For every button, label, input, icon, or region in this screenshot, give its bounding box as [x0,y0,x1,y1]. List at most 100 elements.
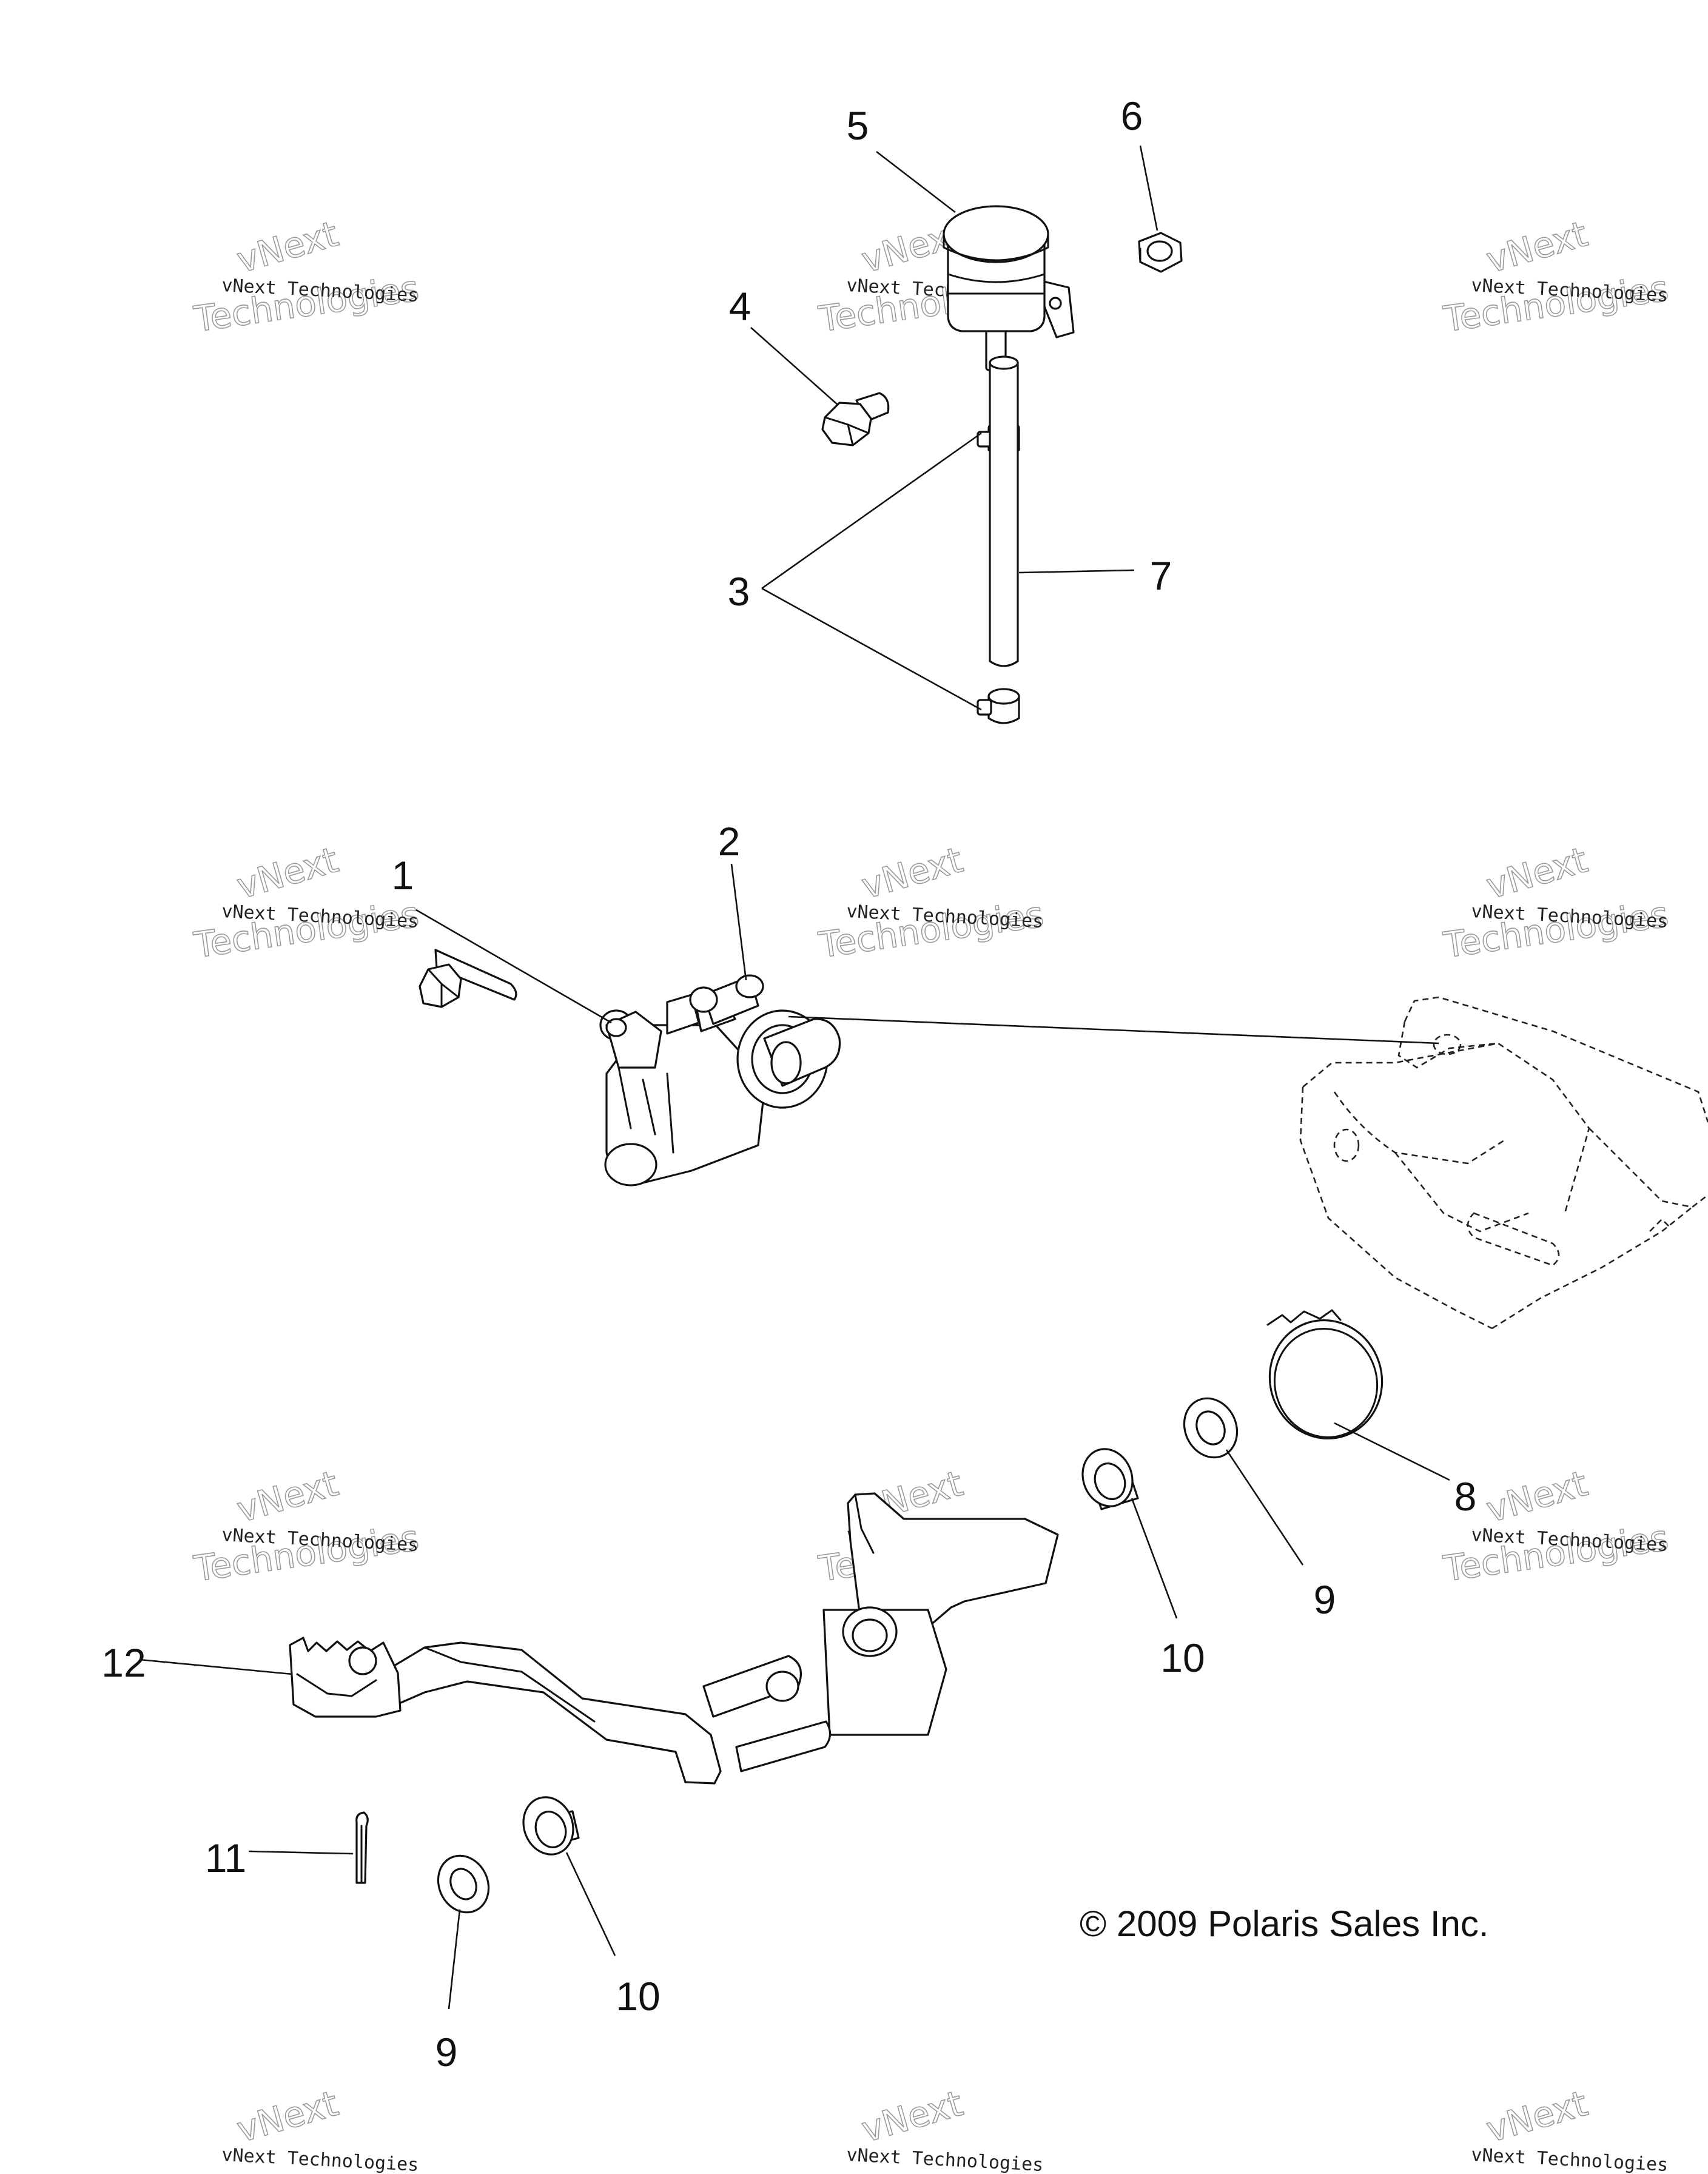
long-bolt-facets [427,968,460,1008]
bracket-right-edge [1589,1128,1708,1208]
washer-upper-part [1183,1397,1239,1459]
callout-6: 6 [1121,93,1143,138]
callout-4: 4 [729,284,751,329]
watermark-arc-text: vNext [1482,1462,1592,1530]
spring-hook-end [1266,1309,1342,1326]
bushing-bore [1094,1462,1126,1500]
bracket-inner-contour-2 [1394,1152,1529,1233]
watermark-arc-text: vNext [232,839,343,907]
watermark: vNext vNext Technologies [1471,2082,1669,2174]
bushing-lower-part [522,1796,580,1856]
cylinder-top-port-2 [735,974,764,998]
watermark-text: vNext Technologies [221,2144,419,2174]
leader-12 [139,1658,293,1675]
hose-body [989,362,1019,667]
pedal-foot-pad [289,1637,402,1718]
clamp-tab [977,699,992,716]
leader-2 [730,863,747,981]
bracket-mount-hole [1433,1034,1462,1055]
callout-9-lower: 9 [435,2030,458,2075]
leader-11 [248,1850,354,1855]
callout-10-lower: 10 [616,1974,660,2019]
callout-10-upper: 10 [1160,1635,1205,1680]
master-cylinder-part [599,974,841,1186]
return-spring-part [1266,1309,1384,1440]
pedal-arm-highlight [423,1646,596,1723]
cylinder-bore-end [604,1143,657,1186]
washer-lower-part [437,1854,490,1914]
leader-10-upper [1131,1498,1178,1619]
watermark: Technologies vNext vNext Technologies [816,838,1047,966]
washer-hole [449,1868,477,1900]
bracket-upper-plate [1302,1042,1590,1214]
cylinder-top-port [689,986,718,1013]
watermarks: Technologies vNext vNext Technologies Te… [191,212,1672,2174]
leader-4 [750,327,839,406]
long-bolt-part [419,949,517,1008]
watermark-arc-text: vNext [857,839,967,907]
bolt-part [821,392,890,446]
leader-9-upper [1225,1449,1304,1566]
cylinder-push-rod-end [770,1041,802,1085]
cotter-pin-part [355,1811,369,1884]
copyright-notice: © 2009 Polaris Sales Inc. [1080,1903,1489,1944]
pedal-lever-arm [387,1641,722,1785]
bracket-bottom-edge [1491,1206,1693,1330]
leader-9-lower [448,1909,461,2010]
bracket-top-inner [1397,1021,1499,1069]
spring-coil-outer [1268,1319,1384,1440]
hose-clamp-bottom [977,688,1020,724]
clamp-bottom-opening [987,688,1020,705]
pedal-arm-edge [854,1493,875,1554]
callout-9-upper: 9 [1314,1577,1336,1622]
reservoir-tab-hole [1049,297,1062,310]
callouts: 5 6 4 3 7 1 2 8 9 10 12 11 9 10 [101,93,1476,2075]
leader-7 [1018,569,1135,574]
callout-12: 12 [101,1640,146,1685]
leader-lines [139,145,1450,2010]
reservoir-part [943,205,1075,371]
spring-coil-inner [1273,1328,1379,1438]
watermark-arc-text: vNext [1482,213,1592,281]
cylinder-lug-hole [605,1018,627,1037]
watermark-arc-text: vNext [857,2082,967,2150]
pedal-lower-tube [735,1720,832,1772]
watermark: Technologies vNext vNext Technologies [191,838,422,966]
watermark: Technologies vNext vNext Technologies [191,1462,422,1590]
callout-5: 5 [847,103,869,148]
reservoir-seam [947,273,1046,283]
frame-bracket-reference [1299,996,1708,1330]
pedal-pivot-inner [852,1618,888,1652]
callout-7: 7 [1150,553,1172,598]
watermark-arc-text: vNext [1482,839,1592,907]
reservoir-body [947,243,1046,332]
leader-3 [761,432,982,711]
bracket-left-edge [1299,1086,1493,1330]
bolt-head-facets [824,416,870,446]
reservoir-cap-rim [943,233,1049,261]
bracket-pivot-pin [1467,1212,1560,1267]
washer-hole [1195,1410,1226,1445]
nut-part [1138,232,1183,273]
nut-hole [1146,240,1173,262]
callout-8: 8 [1454,1474,1477,1519]
leader-10-lower [565,1852,616,1956]
callout-3: 3 [728,569,750,614]
bracket-inner-contour [1333,1091,1505,1165]
watermark-arc-text: vNext [232,1462,343,1530]
leader-2-to-bracket [788,1015,1439,1045]
hose-end [989,355,1019,370]
callout-2: 2 [718,819,741,864]
bracket-top-edge [1404,996,1708,1123]
bushing-bore [534,1811,567,1848]
brake-pedal-part [289,1492,1059,1785]
bracket-gear-hole [1333,1128,1360,1162]
callout-1: 1 [392,853,414,898]
watermark: vNext vNext Technologies [846,2082,1044,2174]
pedal-pad-pin [348,1646,377,1675]
leader-8 [1334,1422,1450,1481]
pedal-pad-edge [296,1673,377,1697]
watermark: Technologies vNext vNext Technologies [1441,838,1672,966]
leader-5 [876,150,956,214]
watermark-text: vNext Technologies [846,2144,1044,2174]
